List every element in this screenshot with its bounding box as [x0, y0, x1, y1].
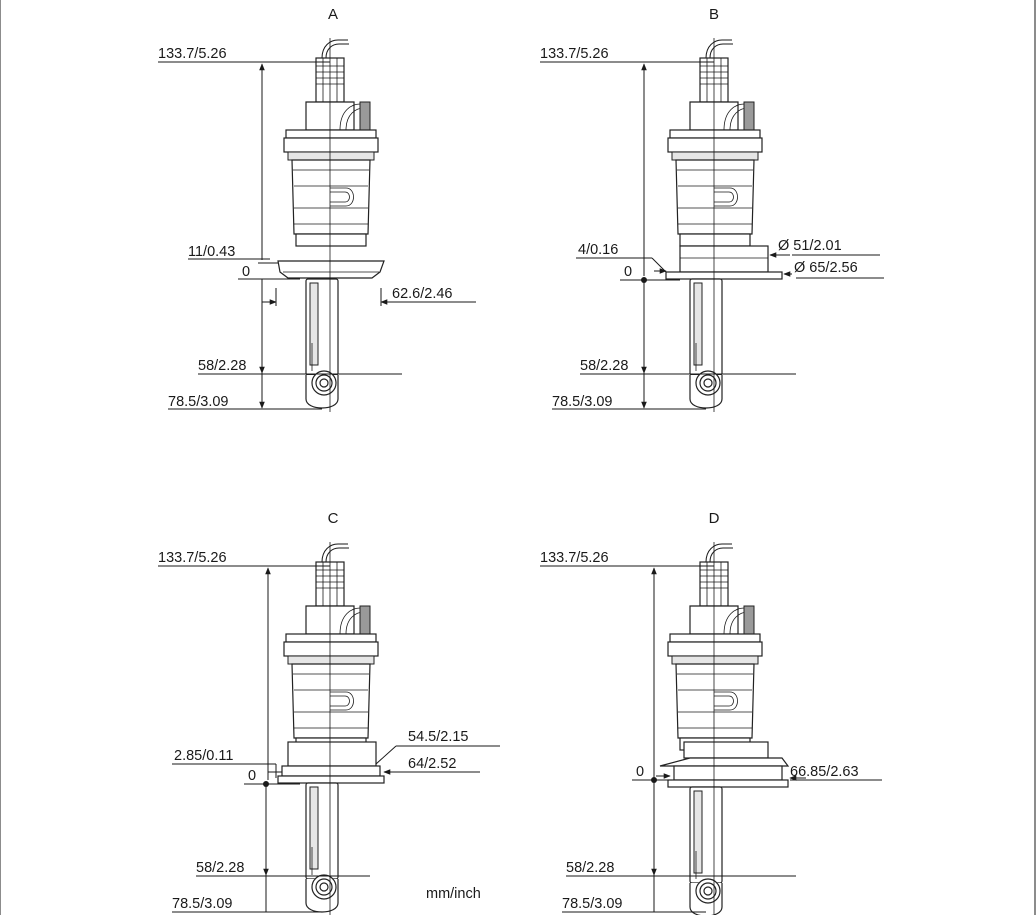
- dim-bottom: 78.5/3.09: [562, 896, 622, 912]
- panel-title: A: [328, 6, 338, 23]
- dim-flange-width: 62.6/2.46: [392, 286, 452, 302]
- dim-diameter-outer: Ø 65/2.56: [794, 260, 858, 276]
- dim-flange-width: 66.85/2.63: [790, 764, 859, 780]
- dim-overall-height: 133.7/5.26: [158, 550, 227, 566]
- panel-c: C 133.7/5.26 2.85/0.11 0 54.5/2.15 64/2.…: [158, 510, 500, 915]
- dim-overall-height: 133.7/5.26: [540, 46, 609, 62]
- dim-overall-height: 133.7/5.26: [158, 46, 227, 62]
- dim-zero: 0: [624, 264, 632, 280]
- dim-flange-ref: 4/0.16: [578, 242, 618, 258]
- dim-bottom: 78.5/3.09: [172, 896, 232, 912]
- panel-a: A 133.7/5.26 11/0.43 0 62.6/2.46 58/2.28: [158, 6, 476, 412]
- dim-mid: 58/2.28: [196, 860, 244, 876]
- dim-mid: 58/2.28: [198, 358, 246, 374]
- dim-flange-ref: 2.85/0.11: [174, 748, 233, 764]
- dim-diameter-inner: Ø 51/2.01: [778, 238, 842, 254]
- dim-width-2: 64/2.52: [408, 756, 456, 772]
- dim-width-1: 54.5/2.15: [408, 729, 468, 745]
- panel-d: D 133.7/5.26 0 66.85/2.63 58/2.28 78.5/3…: [540, 510, 882, 915]
- panel-b: B 133.7/5.26 4/0.16 0 Ø 51/2.01 Ø 65/2.5…: [540, 6, 884, 412]
- dim-zero: 0: [636, 764, 644, 780]
- panel-title: C: [328, 510, 339, 527]
- dim-mid: 58/2.28: [580, 358, 628, 374]
- dim-bottom: 78.5/3.09: [552, 394, 612, 410]
- dim-zero: 0: [248, 768, 256, 784]
- dim-flange-ref: 11/0.43: [188, 244, 235, 260]
- panel-title: B: [709, 6, 719, 23]
- units-label: mm/inch: [426, 886, 481, 902]
- panel-title: D: [709, 510, 720, 527]
- dim-zero: 0: [242, 264, 250, 280]
- dim-overall-height: 133.7/5.26: [540, 550, 609, 566]
- dim-bottom: 78.5/3.09: [168, 394, 228, 410]
- dim-mid: 58/2.28: [566, 860, 614, 876]
